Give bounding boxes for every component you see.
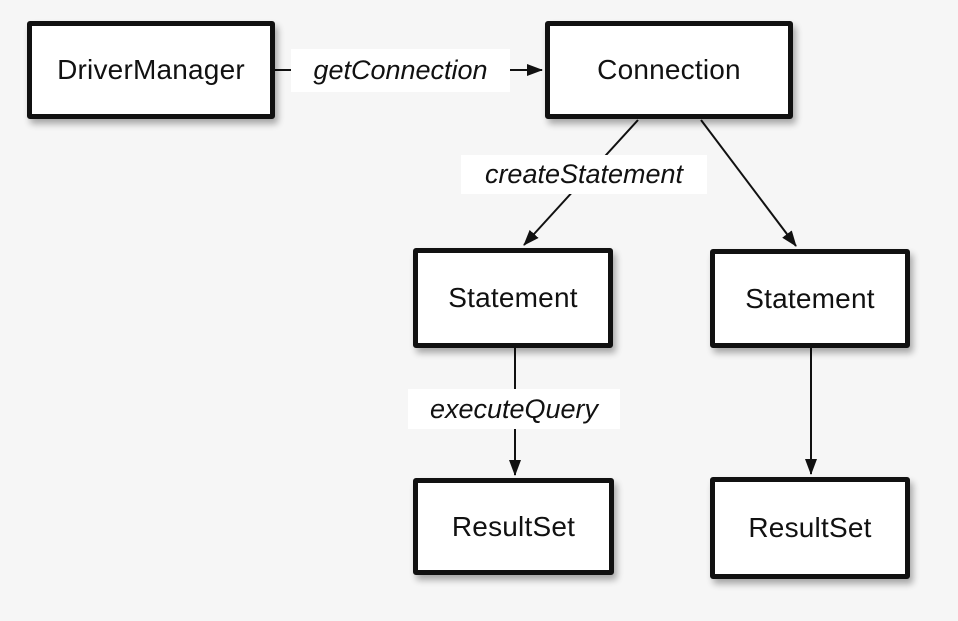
edge-label-createstatement-text: createStatement (484, 159, 684, 189)
node-resultset-right: ResultSet (710, 477, 910, 579)
node-statement-right-label: Statement (745, 282, 875, 314)
edge-label-createstatement: createStatement (461, 155, 707, 194)
edge-label-executequery: executeQuery (408, 389, 620, 429)
node-drivermanager-label: DriverManager (57, 54, 245, 85)
node-resultset-left-label: ResultSet (451, 510, 576, 542)
node-connection: Connection (545, 21, 793, 119)
node-drivermanager: DriverManager (27, 21, 275, 119)
edge-label-executequery-text: executeQuery (429, 393, 599, 424)
node-statement-right: Statement (710, 249, 910, 348)
edge-connection-to-statement-right-arrow (700, 119, 797, 247)
node-statement-left-label: Statement (448, 282, 578, 313)
node-resultset-right-label: ResultSet (748, 512, 872, 543)
node-connection-label: Connection (597, 54, 741, 85)
edge-label-getconnection: getConnection (291, 49, 510, 92)
edge-label-getconnection-text: getConnection (313, 55, 488, 85)
node-resultset-left: ResultSet (413, 478, 614, 575)
node-statement-left: Statement (413, 248, 613, 348)
